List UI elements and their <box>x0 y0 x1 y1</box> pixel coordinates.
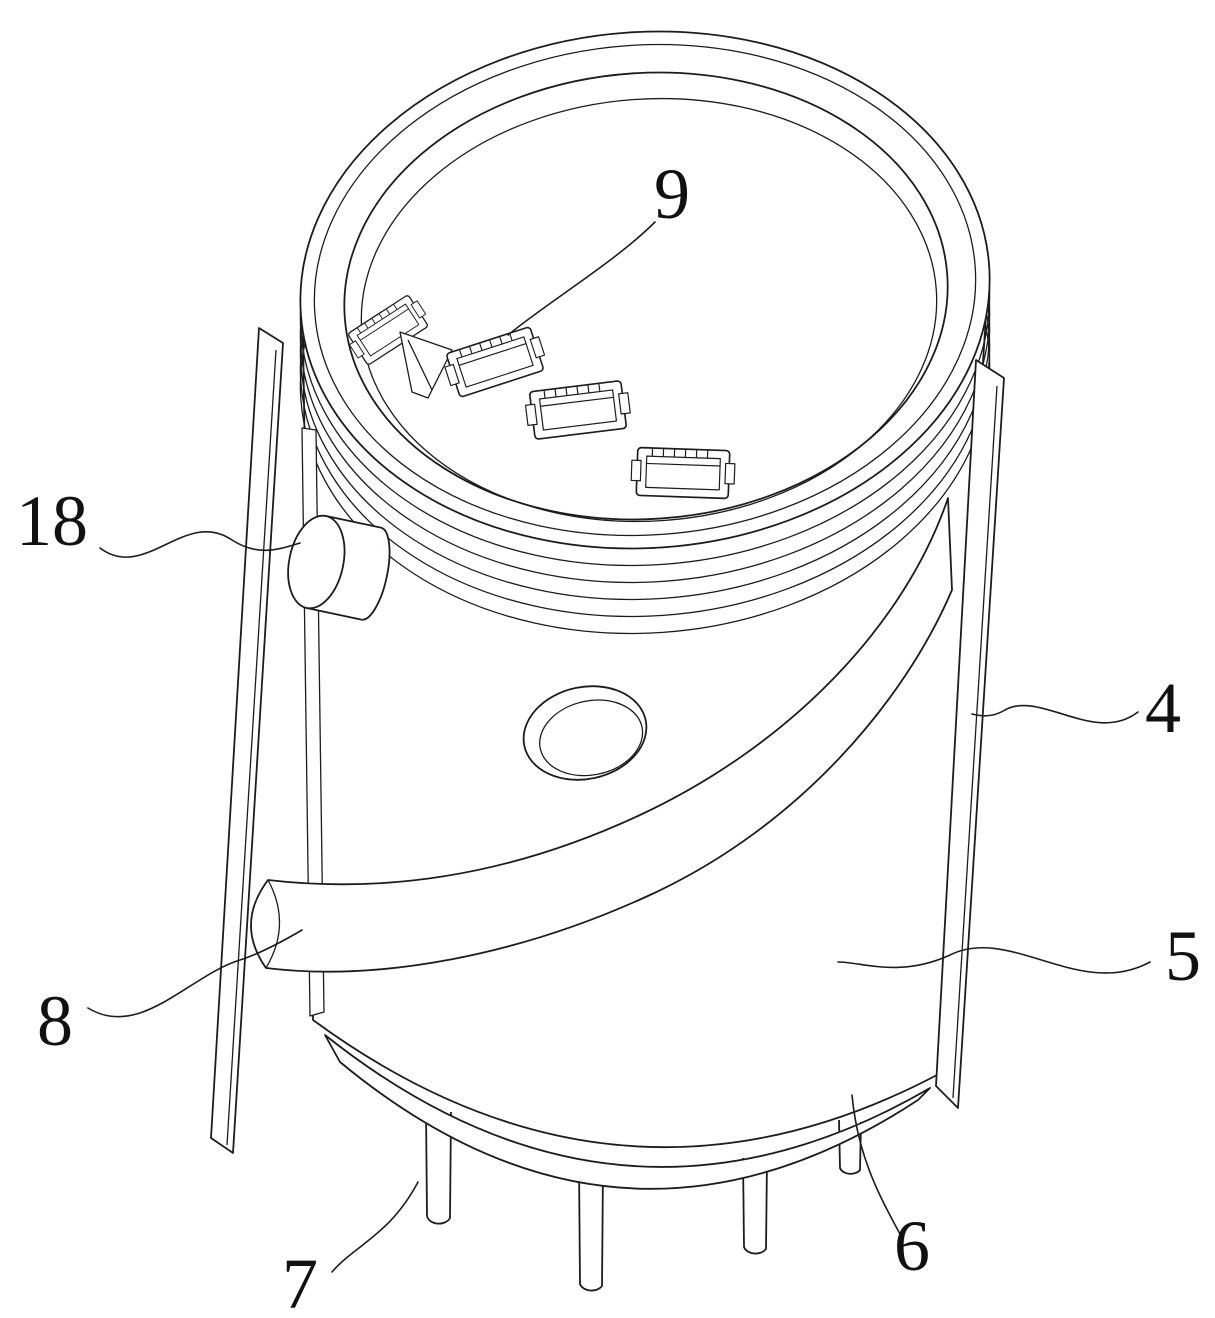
leader-line-4 <box>971 704 1139 724</box>
leader-line-6 <box>851 1094 903 1239</box>
label-18: 18 <box>16 481 88 561</box>
leader-line-9 <box>507 221 656 336</box>
leader-line-18 <box>99 531 301 558</box>
clip-group <box>343 291 737 500</box>
leader-line-5 <box>837 946 1151 974</box>
mouth-opening <box>343 71 949 521</box>
bottom-peg <box>742 1157 768 1255</box>
bottom-pegs <box>425 1109 862 1292</box>
reference-numerals: 9 18 4 5 8 6 7 <box>16 154 1201 1318</box>
leader-lines <box>87 221 1151 1273</box>
label-5: 5 <box>1165 916 1201 996</box>
label-7: 7 <box>282 1244 318 1318</box>
support-leg-left <box>210 327 284 1154</box>
funnel-piece <box>399 331 453 399</box>
front-hole <box>522 685 648 781</box>
spiral-band <box>250 497 953 973</box>
bottom-peg <box>425 1109 452 1225</box>
band-end-opening <box>265 879 281 969</box>
label-6: 6 <box>894 1206 930 1286</box>
leader-line-7 <box>331 1181 419 1273</box>
bottom-peg <box>578 1164 604 1292</box>
label-8: 8 <box>37 981 73 1061</box>
support-leg-right <box>935 359 1005 1109</box>
side-knob <box>287 514 391 621</box>
bottom-skirt <box>324 1034 931 1190</box>
clip <box>629 446 737 500</box>
leader-line-8 <box>87 929 303 1018</box>
label-9: 9 <box>654 154 690 234</box>
label-4: 4 <box>1145 668 1181 748</box>
